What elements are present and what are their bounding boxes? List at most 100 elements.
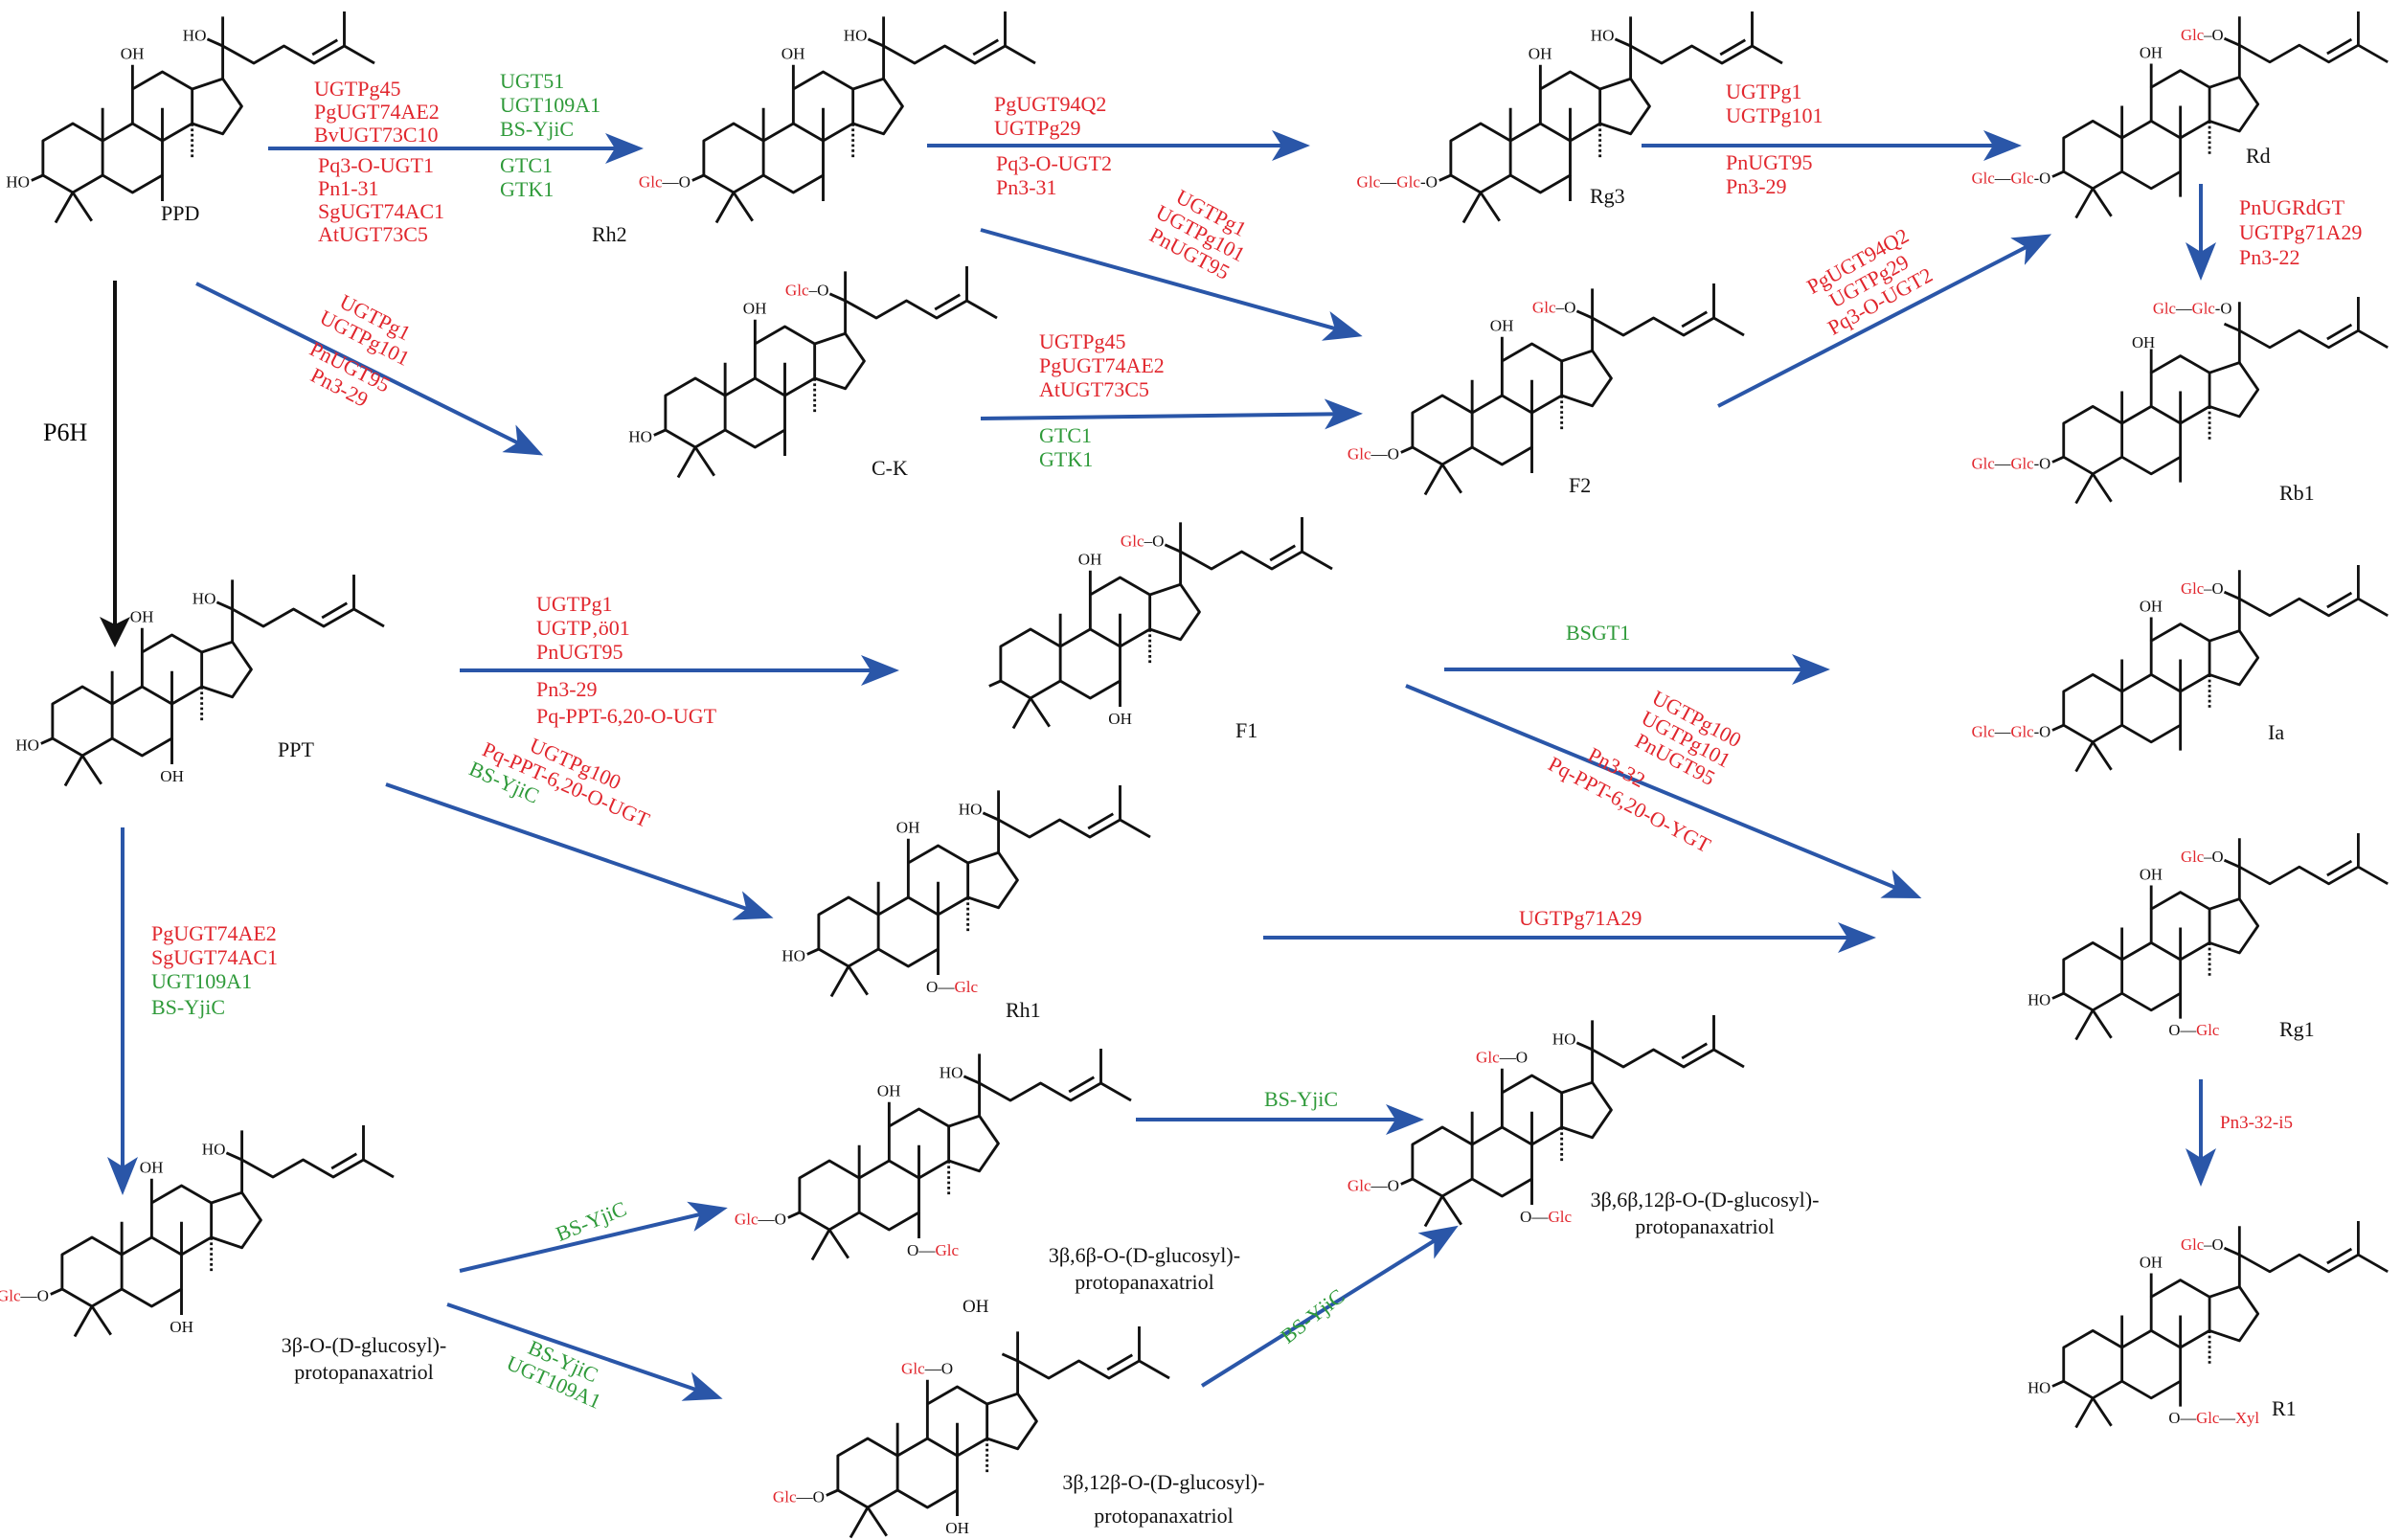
c20-substituent: HO — [844, 27, 868, 45]
arrow-3b-to-3b12b — [446, 1302, 723, 1401]
compound-3b6b-glucosyl-ppt: Glc—O O—Glc OH HO — [735, 1047, 1133, 1261]
enzyme-label: BSGT1 — [1566, 621, 1630, 645]
arrow-3b12b-to-3b6b12b — [1200, 1225, 1459, 1388]
compound-rg1: HO O—Glc OH Glc–O — [2027, 831, 2390, 1042]
compound-name-rh2: Rh2 — [592, 222, 627, 246]
c3-substituent: HO — [781, 947, 805, 965]
c20-substituent: Glc–O — [1532, 299, 1576, 317]
c3-substituent: Glc—Glc-O — [1972, 170, 2051, 188]
compound-name-rh1: Rh1 — [1006, 998, 1041, 1022]
enzyme-label: SgUGT74AC1 — [151, 945, 278, 969]
c6-substituent: OH — [170, 1318, 193, 1336]
compound-name-ck: C-K — [872, 456, 908, 480]
c12-substituent: OH — [1078, 551, 1102, 569]
stray-oh-label: OH — [963, 1297, 989, 1317]
enzyme-label: UGTPg71A29 — [2239, 220, 2362, 244]
c12-substituent: OH — [130, 608, 154, 626]
enzymes-ppd-ck: UGTPg1 UGTPg101 PnUGT95 Pn3-29 — [306, 289, 414, 412]
enzyme-label: GTK1 — [500, 177, 554, 201]
c3-substituent: Glc—O — [639, 173, 691, 192]
c3-substituent: HO — [2027, 991, 2050, 1009]
enzyme-label: UGTPg101 — [1726, 103, 1823, 127]
compound-name-f1: F1 — [1235, 718, 1257, 742]
c20-substituent: HO — [959, 801, 983, 819]
compound-3b6b12b-glucosyl-ppt: Glc—O O—Glc Glc—O HO — [1348, 1013, 1746, 1228]
enzyme-label: BS-YjiC — [500, 117, 574, 141]
compound-name-3b6b12b-glucosyl-ppt: 3β,6β,12β-O-(D-glucosyl)- — [1591, 1188, 1820, 1212]
c3-substituent: Glc—Glc-O — [1356, 173, 1438, 192]
c6-substituent: O—Glc—Xyl — [2168, 1409, 2259, 1427]
enzyme-label: PnUGT95 — [536, 640, 623, 664]
enzyme-label: Pq-PPT-6,20-O-UGT — [536, 704, 717, 728]
compound-rh2: Glc—O OH HO — [639, 10, 1037, 224]
c20-substituent: HO — [940, 1064, 963, 1082]
enzymes-rh2-f2: UGTPg1 UGTPg101 PnUGT95 — [1145, 184, 1250, 283]
c20-substituent: Glc–O — [2181, 1235, 2224, 1254]
enzyme-label: UGTPg1 — [1726, 79, 1801, 103]
compound-name-3b-glucosyl-ppt: 3β-O-(D-glucosyl)- — [282, 1333, 446, 1357]
enzyme-label: UGTPg45 — [314, 77, 400, 101]
enzyme-label: Pn1-31 — [318, 176, 379, 200]
enzymes-rg3-rd: UGTPg1 UGTPg101 PnUGT95 Pn3-29 — [1726, 79, 1823, 198]
c3-substituent: HO — [6, 173, 30, 192]
c12-substituent: OH — [2140, 43, 2163, 61]
c6-substituent: OH — [945, 1519, 969, 1537]
enzyme-label: PnUGRdGT — [2239, 195, 2345, 219]
compound-ppd: HO OH HO — [6, 10, 376, 224]
enzyme-label: Pn3-31 — [996, 175, 1057, 199]
c12-substituent: Glc—O — [1476, 1049, 1528, 1067]
enzyme-label: Pq3-O-UGT1 — [318, 153, 434, 177]
c12-substituent: OH — [1490, 317, 1514, 335]
c12-substituent: OH — [2132, 333, 2155, 351]
reaction-arrows — [100, 130, 2216, 1401]
c12-substituent: Glc—O — [901, 1360, 953, 1378]
arrow-ck-f2 — [980, 398, 1363, 430]
enzyme-label: Pn3-29 — [536, 677, 598, 701]
c20-substituent: HO — [202, 1141, 226, 1159]
compound-name-rg1: Rg1 — [2279, 1017, 2315, 1041]
enzyme-label: UGTPg29 — [994, 116, 1080, 140]
c3-substituent: Glc—Glc-O — [1972, 455, 2051, 473]
compound-name-rd: Rd — [2246, 144, 2271, 168]
enzyme-label: UGTP‚ö01 — [536, 616, 630, 640]
compound-rg3: Glc—Glc-O OH HO — [1356, 10, 1784, 224]
c12-substituent: OH — [781, 45, 805, 63]
arrow-f2-rd — [1717, 234, 2052, 408]
c6-substituent: O—Glc — [1520, 1208, 1573, 1226]
c12-substituent: OH — [2140, 1253, 2163, 1271]
enzyme-label: BvUGT73C10 — [314, 123, 439, 147]
c3-substituent: Glc—Glc-O — [1972, 723, 2051, 741]
enzyme-label: BS-YjiC — [1276, 1284, 1348, 1348]
compound-name-rg3: Rg3 — [1590, 184, 1625, 208]
enzyme-label: PgUGT74AE2 — [151, 921, 277, 945]
arrow-3b-to-3b6b — [459, 1201, 728, 1273]
enzyme-label: GTC1 — [1039, 423, 1092, 447]
enzyme-label: BS-YjiC — [1264, 1087, 1338, 1111]
c20-substituent: Glc–O — [1121, 532, 1165, 551]
c20-substituent: Glc—Glc-O — [2153, 300, 2232, 318]
enzyme-label: UGT109A1 — [151, 969, 252, 993]
arrow-f1-rg1 — [1405, 684, 1922, 899]
c12-substituent: OH — [2140, 597, 2163, 615]
enzyme-label: UGTPg45 — [1039, 329, 1125, 353]
enzyme-label: UGTPg71A29 — [1519, 906, 1642, 930]
enzyme-label: AtUGT73C5 — [1039, 377, 1149, 401]
c3-substituent: HO — [2027, 1379, 2050, 1397]
compound-3b12b-glucosyl-ppt: Glc—O OH Glc—O — [773, 1325, 1171, 1539]
enzymes-ppt-rh1: UGTPg100 Pq-PPT-6,20-O-UGT BS-YjiC — [465, 733, 653, 832]
compound-name-ppd: PPD — [161, 201, 199, 225]
compound-rd: Glc—Glc-O OH Glc–O — [1972, 10, 2390, 220]
compound-f1: OH OH Glc–O — [987, 515, 1334, 730]
compound-name-rb1: Rb1 — [2279, 481, 2315, 505]
enzyme-label: PgUGT74AE2 — [314, 100, 440, 124]
c12-substituent: OH — [877, 1082, 901, 1100]
c6-substituent: O—Glc — [907, 1241, 960, 1259]
compound-name-3b12b-glucosyl-ppt: 3β,12β-O-(D-glucosyl)- — [1062, 1470, 1264, 1494]
compound-name-ppt: PPT — [278, 737, 314, 761]
compound-name-3b-glucosyl-ppt-line2: protopanaxatriol — [294, 1360, 433, 1384]
enzyme-label: Pn3-22 — [2239, 245, 2300, 269]
enzyme-label: Pq3-O-UGT2 — [996, 151, 1112, 175]
compound-f2: Glc—O OH Glc–O — [1348, 282, 1746, 496]
enzyme-label: UGT109A1 — [500, 93, 600, 117]
